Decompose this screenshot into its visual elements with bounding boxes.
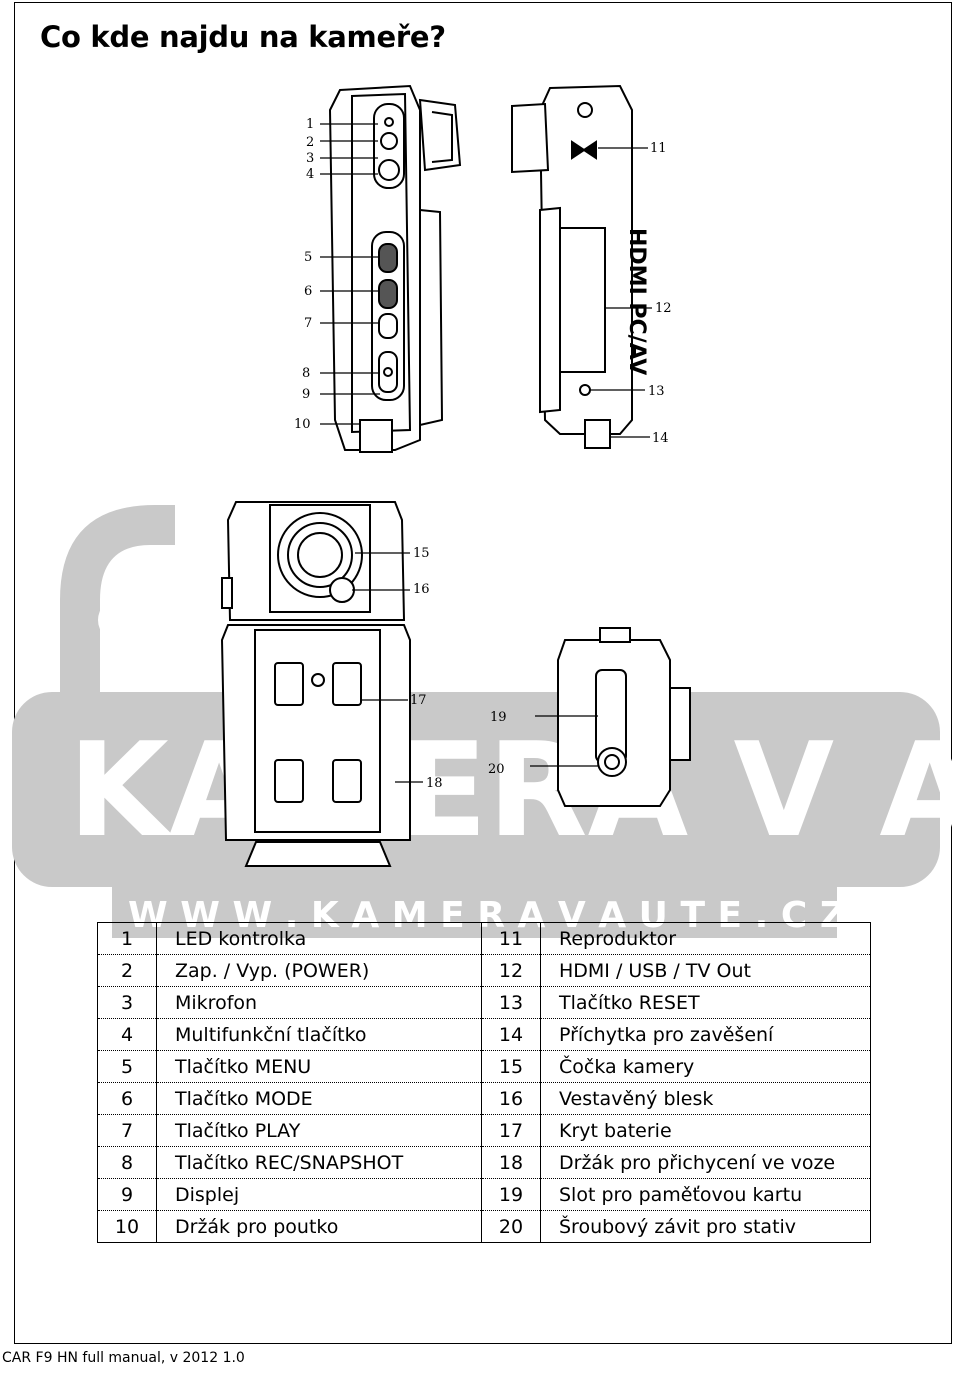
legend-number: 5 bbox=[97, 1050, 157, 1083]
callout-number: 14 bbox=[652, 431, 669, 446]
callout-number: 20 bbox=[488, 762, 505, 777]
camera-side-view-left bbox=[320, 84, 462, 453]
legend-label: Reproduktor bbox=[540, 922, 871, 955]
callout-number: 8 bbox=[302, 366, 310, 381]
legend-label: LED kontrolka bbox=[156, 922, 482, 955]
legend-number: 12 bbox=[481, 954, 541, 987]
legend-number: 11 bbox=[481, 922, 541, 955]
legend-label: Slot pro paměťovou kartu bbox=[540, 1178, 871, 1211]
legend-label: Kryt baterie bbox=[540, 1114, 871, 1147]
camera-back-view bbox=[220, 501, 423, 867]
legend-number: 13 bbox=[481, 986, 541, 1019]
legend-number: 2 bbox=[97, 954, 157, 987]
callout-number: 5 bbox=[304, 250, 312, 265]
callout-number: 2 bbox=[306, 135, 314, 150]
legend-number: 6 bbox=[97, 1082, 157, 1115]
camera-bottom-view bbox=[530, 627, 691, 807]
legend-label: Displej bbox=[156, 1178, 482, 1211]
callout-number: 6 bbox=[304, 284, 312, 299]
legend-label: Tlačítko RESET bbox=[540, 986, 871, 1019]
legend-number: 17 bbox=[481, 1114, 541, 1147]
legend-label: Příchytka pro zavěšení bbox=[540, 1018, 871, 1051]
legend-number: 9 bbox=[97, 1178, 157, 1211]
legend-label: Vestavěný blesk bbox=[540, 1082, 871, 1115]
legend-label: HDMI / USB / TV Out bbox=[540, 954, 871, 987]
legend-number: 20 bbox=[481, 1210, 541, 1243]
callout-number: 18 bbox=[426, 776, 443, 791]
legend-label: Tlačítko MODE bbox=[156, 1082, 482, 1115]
legend-number: 15 bbox=[481, 1050, 541, 1083]
legend-label: Multifunkční tlačítko bbox=[156, 1018, 482, 1051]
callout-number: 9 bbox=[302, 387, 310, 402]
callout-number: 16 bbox=[413, 582, 430, 597]
legend-label: Zap. / Vyp. (POWER) bbox=[156, 954, 482, 987]
legend-label: Držák pro poutko bbox=[156, 1210, 482, 1243]
callout-number: 17 bbox=[410, 693, 427, 708]
callout-number: 10 bbox=[294, 417, 311, 432]
legend-number: 7 bbox=[97, 1114, 157, 1147]
callout-number: 12 bbox=[655, 301, 672, 316]
legend-label: Držák pro přichycení ve voze bbox=[540, 1146, 871, 1179]
legend-label: Čočka kamery bbox=[540, 1050, 871, 1083]
legend-number: 4 bbox=[97, 1018, 157, 1051]
legend-number: 18 bbox=[481, 1146, 541, 1179]
legend-number: 1 bbox=[97, 922, 157, 955]
camera-side-view-right: HDMI PC/AV bbox=[511, 84, 652, 449]
legend-number: 10 bbox=[97, 1210, 157, 1243]
callout-number: 15 bbox=[413, 546, 430, 561]
legend-label: Mikrofon bbox=[156, 986, 482, 1019]
page-title: Co kde najdu na kameře? bbox=[40, 20, 446, 54]
legend-label: Tlačítko MENU bbox=[156, 1050, 482, 1083]
legend-label: Šroubový závit pro stativ bbox=[540, 1210, 871, 1243]
callout-number: 13 bbox=[648, 384, 665, 399]
legend-number: 14 bbox=[481, 1018, 541, 1051]
device-port-label: HDMI PC/AV bbox=[624, 228, 649, 375]
callout-number: 7 bbox=[304, 316, 312, 331]
legend-number: 8 bbox=[97, 1146, 157, 1179]
legend-number: 16 bbox=[481, 1082, 541, 1115]
callout-number: 4 bbox=[306, 167, 314, 182]
callout-number: 3 bbox=[306, 151, 314, 166]
legend-number: 3 bbox=[97, 986, 157, 1019]
legend-label: Tlačítko PLAY bbox=[156, 1114, 482, 1147]
callout-number: 11 bbox=[650, 141, 667, 156]
footer-note: CAR F9 HN full manual, v 2012 1.0 bbox=[2, 1350, 245, 1366]
legend-label: Tlačítko REC/SNAPSHOT bbox=[156, 1146, 482, 1179]
callout-number: 19 bbox=[490, 710, 507, 725]
page-border bbox=[14, 2, 952, 1344]
callout-number: 1 bbox=[306, 117, 314, 132]
legend-number: 19 bbox=[481, 1178, 541, 1211]
